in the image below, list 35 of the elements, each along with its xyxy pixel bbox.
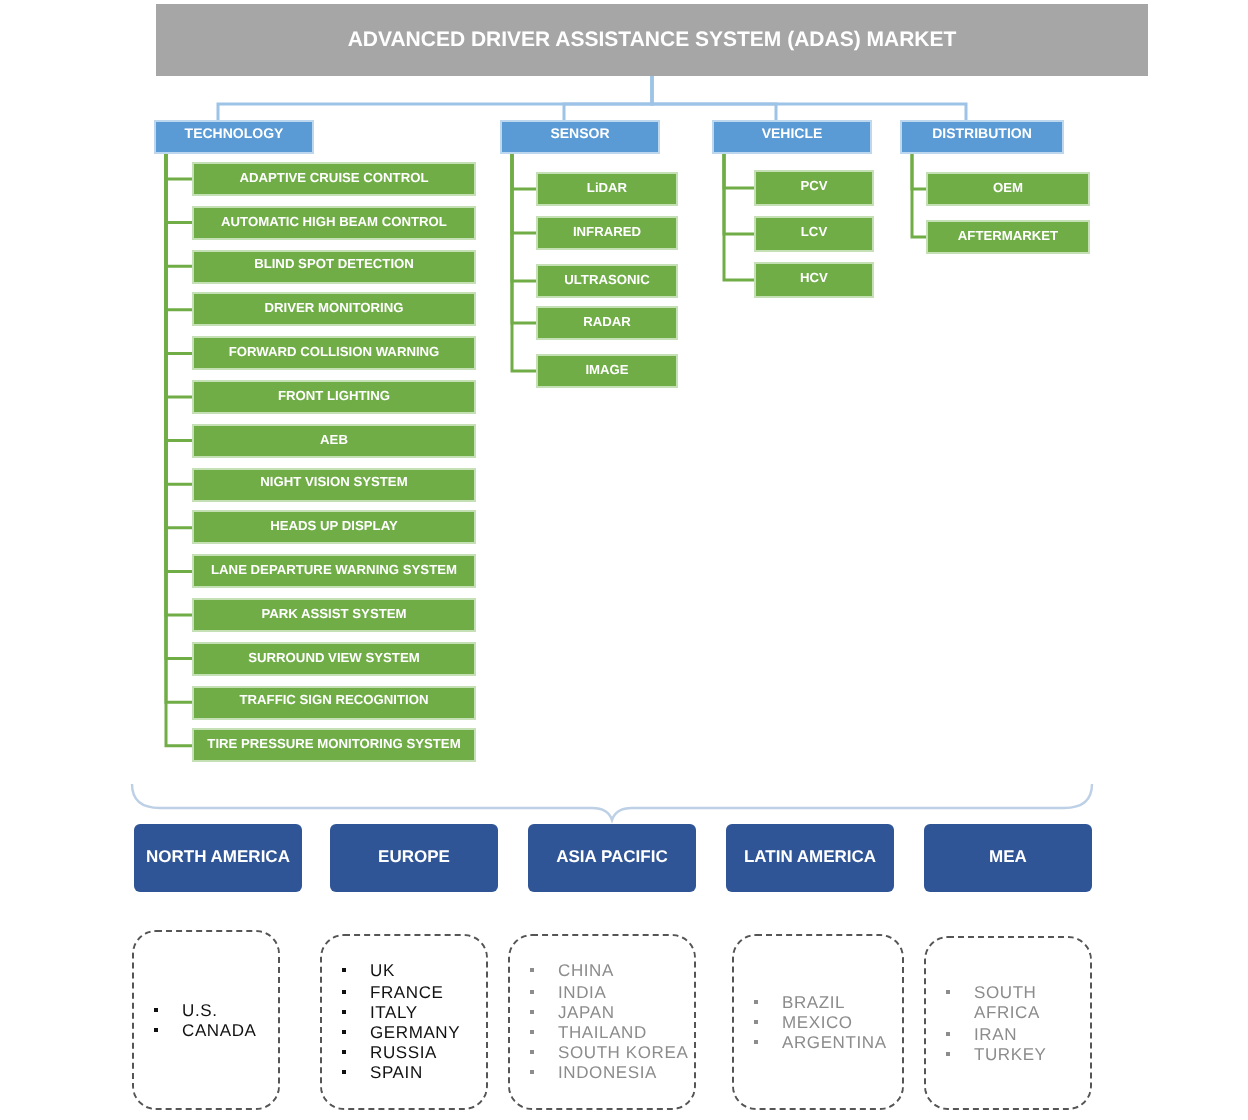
title-banner: ADVANCED DRIVER ASSISTANCE SYSTEM (ADAS) MARKET (156, 4, 1148, 76)
connector-line (510, 154, 536, 373)
country-name: THAILAND (526, 1022, 689, 1043)
country-name: IRAN (942, 1023, 1090, 1044)
country-list-box (132, 930, 280, 1110)
country-list-box (320, 934, 488, 1110)
region-box: MEA (924, 824, 1092, 892)
region-box: EUROPE (330, 824, 498, 892)
country-name: SOUTH KOREA (526, 1042, 689, 1063)
connector-line (722, 154, 754, 282)
country-name: JAPAN (526, 1001, 689, 1022)
region-box: ASIA PACIFIC (528, 824, 696, 892)
country-name: INDONESIA (526, 1062, 689, 1084)
country-name: UK (338, 960, 461, 982)
region-box: NORTH AMERICA (134, 824, 302, 892)
country-name: FRANCE (338, 981, 461, 1002)
country-name: SPAIN (338, 1062, 461, 1084)
country-name: CHINA (526, 960, 689, 982)
country-list-box (732, 934, 904, 1110)
country-name: SOUTH AFRICA (942, 982, 1090, 1023)
country-list-box (924, 936, 1092, 1110)
country-name: ARGENTINA (750, 1032, 887, 1053)
country-name: TURKEY (942, 1043, 1090, 1064)
country-name: BRAZIL (750, 991, 887, 1012)
country-name: U.S. (150, 999, 257, 1020)
country-name: ITALY (338, 1001, 461, 1022)
region-box: LATIN AMERICA (726, 824, 894, 892)
country-name: GERMANY (338, 1022, 461, 1043)
country-list-box (508, 934, 696, 1110)
country-name: CANADA (150, 1020, 257, 1041)
connector-line (650, 76, 968, 120)
connector-line (910, 154, 926, 239)
country-name: MEXICO (750, 1011, 887, 1033)
country-name: RUSSIA (338, 1042, 461, 1063)
country-name: INDIA (526, 981, 689, 1002)
